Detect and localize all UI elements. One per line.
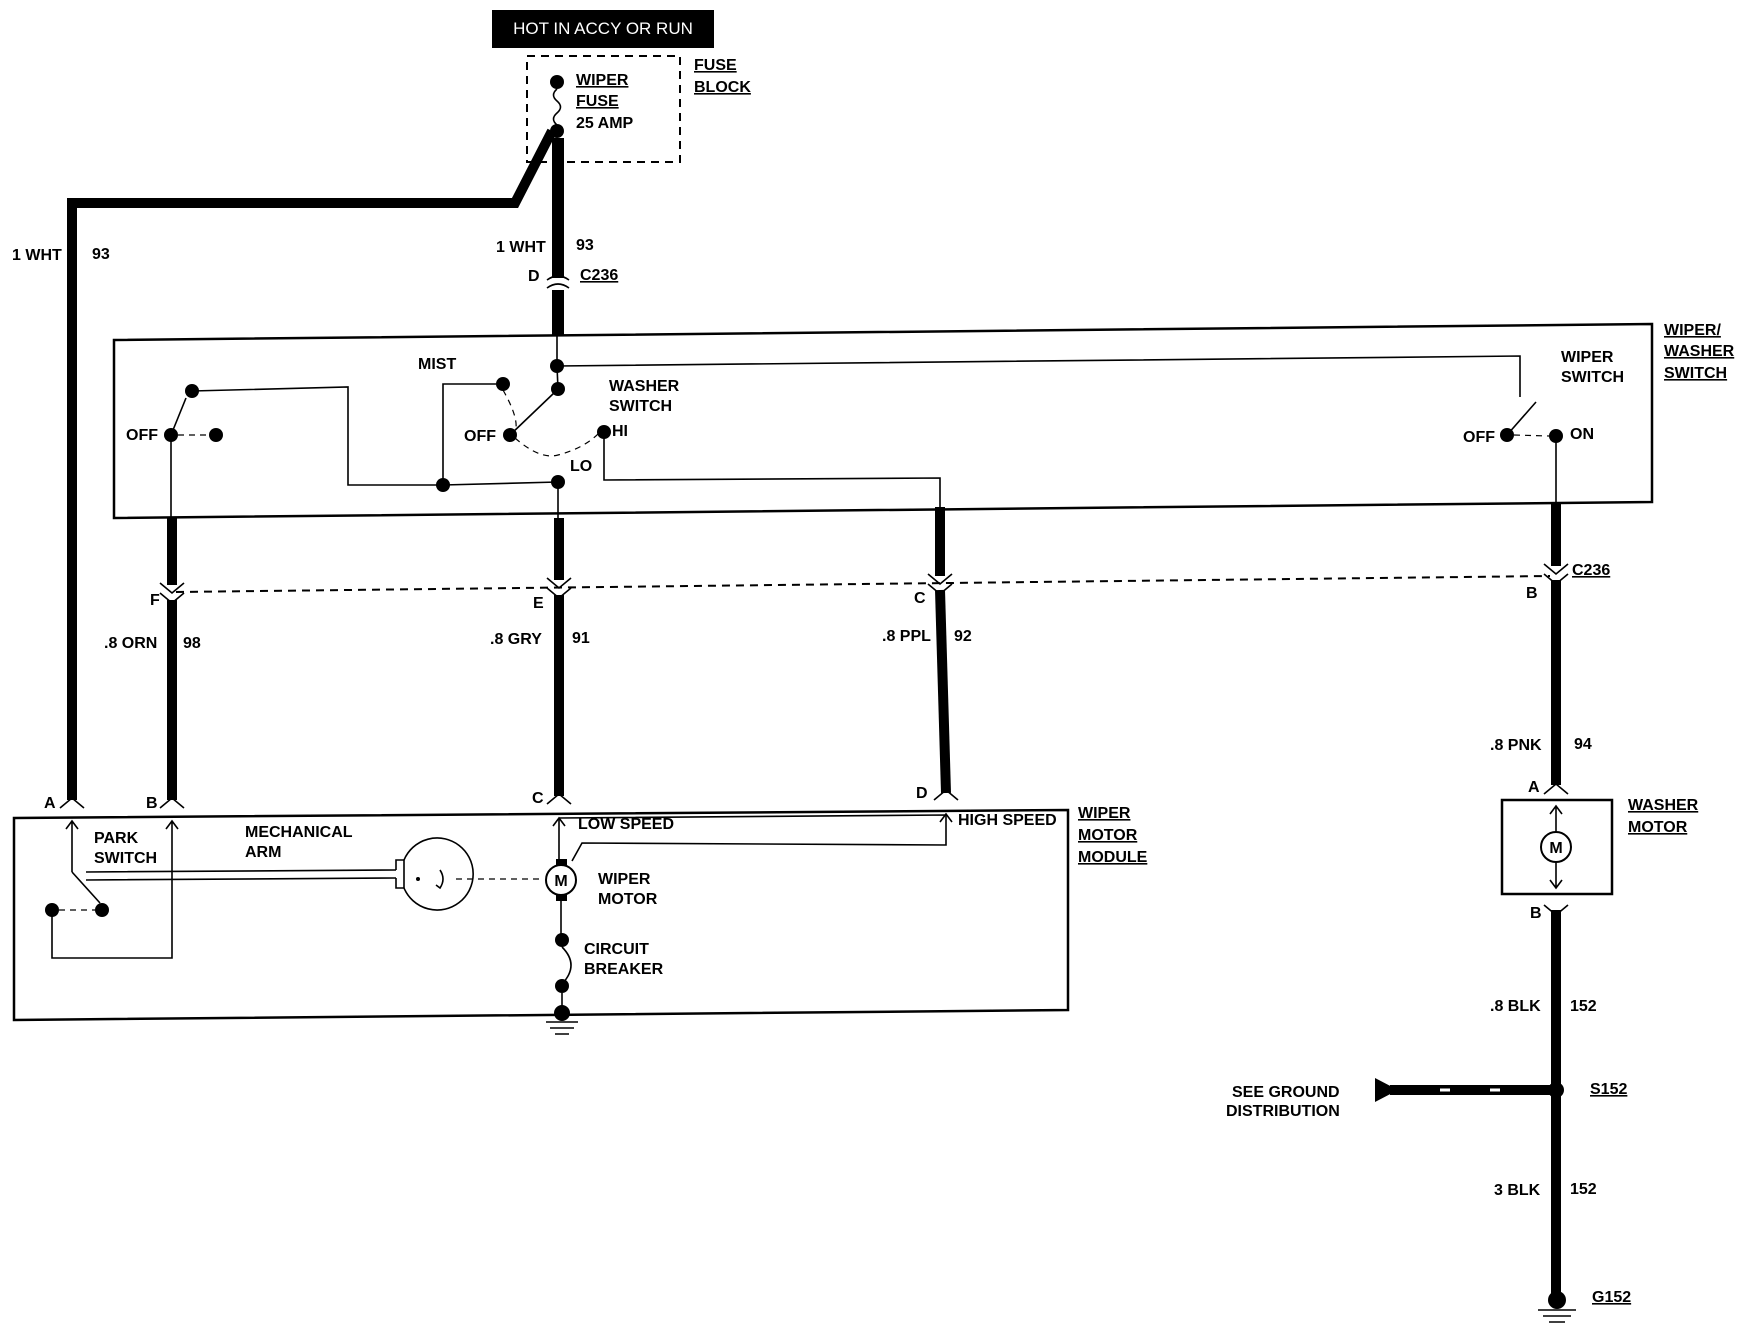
wiper-motor-module: WIPER MOTOR MODULE A B C D PARK SWITCH M… bbox=[12, 785, 1148, 1035]
fuse-block-title-1: FUSE bbox=[694, 57, 737, 74]
fuse-block-title-2: BLOCK bbox=[694, 79, 751, 96]
power-label: HOT IN ACCY OR RUN bbox=[513, 19, 693, 38]
washer-pin-top: B bbox=[1526, 585, 1538, 602]
center-feed-size: 1 WHT bbox=[496, 239, 546, 256]
washer-pin-bottom: A bbox=[1528, 779, 1540, 796]
main-gnd-size: 3 BLK bbox=[1494, 1182, 1541, 1199]
park-switch-label-2: SWITCH bbox=[94, 850, 157, 867]
low-pin-bottom: C bbox=[532, 790, 544, 807]
washer-motor: A M WASHER MOTOR bbox=[1500, 779, 1699, 896]
circuit-breaker-label-2: BREAKER bbox=[584, 961, 664, 978]
left-feed-pin-bottom: A bbox=[44, 795, 56, 812]
park-wire-circuit: 98 bbox=[183, 635, 201, 652]
center-feed-circuit: 93 bbox=[576, 237, 594, 254]
fuse-label-2: FUSE bbox=[576, 93, 619, 110]
splice-label: S152 bbox=[1590, 1081, 1627, 1098]
washer-connector: C236 bbox=[1572, 562, 1610, 579]
wiper-washer-switch: WIPER/ WASHER SWITCH OFF MIST OFF WASHER bbox=[112, 322, 1735, 520]
high-speed-label: HIGH SPEED bbox=[958, 812, 1057, 829]
on-label: ON bbox=[1570, 426, 1594, 443]
fuse-label-3: 25 AMP bbox=[576, 115, 634, 132]
motor-module-title-2: MOTOR bbox=[1078, 827, 1138, 844]
circuit-breaker-label-1: CIRCUIT bbox=[584, 941, 649, 958]
mechanical-arm-label-1: MECHANICAL bbox=[245, 824, 353, 841]
park-pin-top: F bbox=[150, 592, 160, 609]
high-pin-top: C bbox=[914, 590, 926, 607]
center-feed-connector: C236 bbox=[580, 267, 618, 284]
center-feed-pin: D bbox=[528, 268, 540, 285]
high-wire-size: .8 PPL bbox=[882, 628, 931, 645]
motor-module-title-3: MODULE bbox=[1078, 849, 1148, 866]
power-source: HOT IN ACCY OR RUN bbox=[492, 10, 714, 48]
motor-gnd-circuit: 152 bbox=[1570, 998, 1597, 1015]
harness-wires: F .8 ORN 98 E .8 GRY 91 C .8 PPL 92 B C2… bbox=[104, 502, 1610, 800]
switch-box-title-3: SWITCH bbox=[1664, 365, 1727, 382]
high-pin-bottom: D bbox=[916, 785, 928, 802]
washer-wire-circuit: 94 bbox=[1574, 736, 1592, 753]
ground-circuit: B .8 BLK 152 S152 SEE GROUND DISTRIBUTIO… bbox=[1226, 904, 1631, 1323]
hi-label: HI bbox=[612, 423, 628, 440]
washer-motor-title-2: MOTOR bbox=[1628, 819, 1688, 836]
wiper-motor-label-1: WIPER bbox=[598, 871, 651, 888]
see-ground-label-2: DISTRIBUTION bbox=[1226, 1103, 1340, 1120]
washer-switch-label-1: WASHER bbox=[609, 378, 680, 395]
motor-gnd-pin: B bbox=[1530, 905, 1542, 922]
switch-box-title-2: WASHER bbox=[1664, 343, 1735, 360]
park-pin-bottom: B bbox=[146, 795, 158, 812]
washer-motor-symbol: M bbox=[1549, 840, 1562, 857]
motor-module-title-1: WIPER bbox=[1078, 805, 1131, 822]
washer-switch-label-2: SWITCH bbox=[609, 398, 672, 415]
left-feed-circuit: 93 bbox=[92, 246, 110, 263]
switch-box-title-1: WIPER/ bbox=[1664, 322, 1721, 339]
park-wire-size: .8 ORN bbox=[104, 635, 157, 652]
lo-label: LO bbox=[570, 458, 592, 475]
low-speed-label: LOW SPEED bbox=[578, 816, 674, 833]
fuse-block: WIPER FUSE 25 AMP FUSE BLOCK bbox=[526, 55, 751, 163]
washer-wire-size: .8 PNK bbox=[1490, 737, 1542, 754]
off-right-label: OFF bbox=[1463, 429, 1495, 446]
feed-wires: 1 WHT 93 1 WHT 93 D C236 bbox=[12, 128, 618, 800]
mist-label: MIST bbox=[418, 356, 456, 373]
see-ground-label-1: SEE GROUND bbox=[1232, 1084, 1340, 1101]
fuse-label-1: WIPER bbox=[576, 72, 629, 89]
wiper-motor-label-2: MOTOR bbox=[598, 891, 658, 908]
ground-id-label: G152 bbox=[1592, 1289, 1631, 1306]
low-wire-size: .8 GRY bbox=[490, 631, 542, 648]
left-feed-size: 1 WHT bbox=[12, 247, 62, 264]
wiper-motor-symbol: M bbox=[554, 873, 567, 890]
low-pin-top: E bbox=[533, 595, 544, 612]
wiper-switch-label-2: SWITCH bbox=[1561, 369, 1624, 386]
main-gnd-circuit: 152 bbox=[1570, 1181, 1597, 1198]
motor-gnd-size: .8 BLK bbox=[1490, 998, 1541, 1015]
mechanical-arm-label-2: ARM bbox=[245, 844, 281, 861]
low-wire-circuit: 91 bbox=[572, 630, 590, 647]
off-left-label: OFF bbox=[126, 427, 158, 444]
washer-motor-title-1: WASHER bbox=[1628, 797, 1699, 814]
high-wire-circuit: 92 bbox=[954, 628, 972, 645]
park-switch-label-1: PARK bbox=[94, 830, 139, 847]
wiper-switch-label-1: WIPER bbox=[1561, 349, 1614, 366]
off-center-label: OFF bbox=[464, 428, 496, 445]
